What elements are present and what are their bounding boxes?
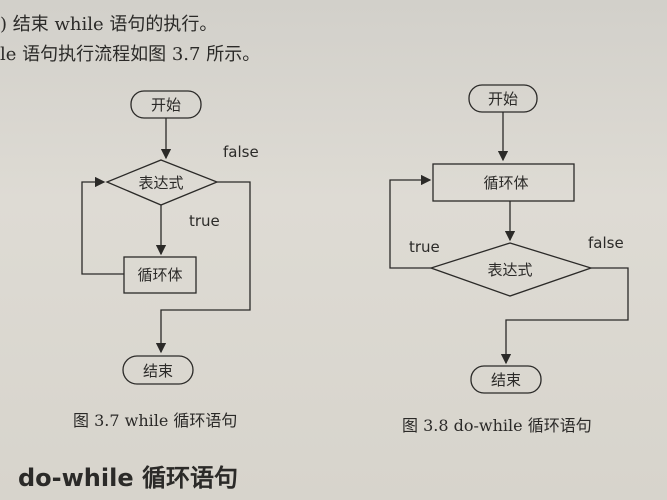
while-end-node: [122, 355, 194, 385]
while-body-label: 循环体: [137, 266, 182, 284]
dowhile-false-label: false: [588, 234, 624, 252]
while-start-label: 开始: [151, 96, 181, 114]
dowhile-condition-node: [428, 242, 594, 297]
dowhile-end-node: [470, 365, 542, 394]
while-true-label: true: [189, 212, 220, 230]
while-end-label: 结束: [143, 362, 173, 380]
dowhile-true-label: true: [409, 238, 440, 256]
body-text-line-1: ) 结束 while 语句的执行。: [0, 14, 218, 35]
dowhile-end-label: 结束: [491, 371, 521, 389]
while-body-node: [123, 256, 197, 294]
dowhile-body-node: [432, 163, 575, 202]
while-flowchart: [81, 90, 251, 385]
do-while-flowchart: [389, 84, 629, 394]
dowhile-start-label: 开始: [488, 90, 518, 108]
dowhile-body-label: 循环体: [483, 174, 528, 192]
body-text-line-2: le 语句执行流程如图 3.7 所示。: [0, 44, 261, 65]
while-false-label: false: [223, 143, 259, 161]
while-condition-label: 表达式: [138, 174, 183, 192]
section-heading: do-while 循环语句: [18, 464, 238, 492]
figure-3-7-caption: 图 3.7 while 循环语句: [73, 411, 238, 430]
dowhile-condition-label: 表达式: [487, 261, 532, 279]
figure-3-8-caption: 图 3.8 do-while 循环语句: [402, 416, 592, 435]
